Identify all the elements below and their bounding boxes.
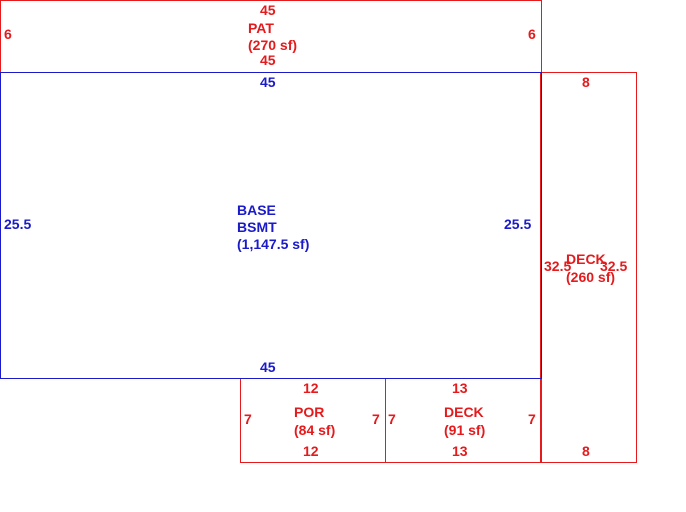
deck-right-label: DECK — [566, 251, 606, 267]
por-dim-left: 7 — [244, 411, 252, 427]
deck-bottom-area: (91 sf) — [444, 422, 486, 438]
pat-area: (270 sf) — [248, 37, 298, 53]
pat-label: PAT — [248, 20, 274, 36]
deck-right-dim-bottom: 8 — [582, 443, 590, 459]
pat-dim-left: 6 — [4, 26, 12, 42]
por-dim-bottom: 12 — [303, 443, 319, 459]
pat-dim-bottom: 45 — [260, 52, 276, 68]
deck-bottom-label: DECK — [444, 404, 484, 420]
deck-right-dim-top: 8 — [582, 74, 590, 90]
base-label-line2: BSMT — [237, 219, 277, 235]
por-dim-top: 12 — [303, 380, 319, 396]
base-area: (1,147.5 sf) — [237, 236, 310, 252]
base-dim-top: 45 — [260, 74, 276, 90]
base-dim-bottom: 45 — [260, 359, 276, 375]
deck-right-area: (260 sf) — [566, 269, 616, 285]
por-dim-right: 7 — [372, 411, 380, 427]
deck-bottom-dim-bottom: 13 — [452, 443, 468, 459]
deck-right-dim-left: 32.5 — [544, 258, 572, 274]
base-label-line1: BASE — [237, 202, 276, 218]
deck-right-outline — [540, 72, 637, 463]
base-outline — [0, 72, 542, 379]
pat-dim-top: 45 — [260, 2, 276, 18]
deck-bottom-dim-left: 7 — [388, 411, 396, 427]
deck-right-dim-right: 32.5 — [600, 258, 628, 274]
deck-bottom-dim-top: 13 — [452, 380, 468, 396]
base-dim-left: 25.5 — [4, 216, 32, 232]
deck-bottom-dim-right: 7 — [528, 411, 536, 427]
base-dim-right: 25.5 — [504, 216, 532, 232]
por-label: POR — [294, 404, 325, 420]
pat-dim-right: 6 — [528, 26, 536, 42]
por-area: (84 sf) — [294, 422, 336, 438]
